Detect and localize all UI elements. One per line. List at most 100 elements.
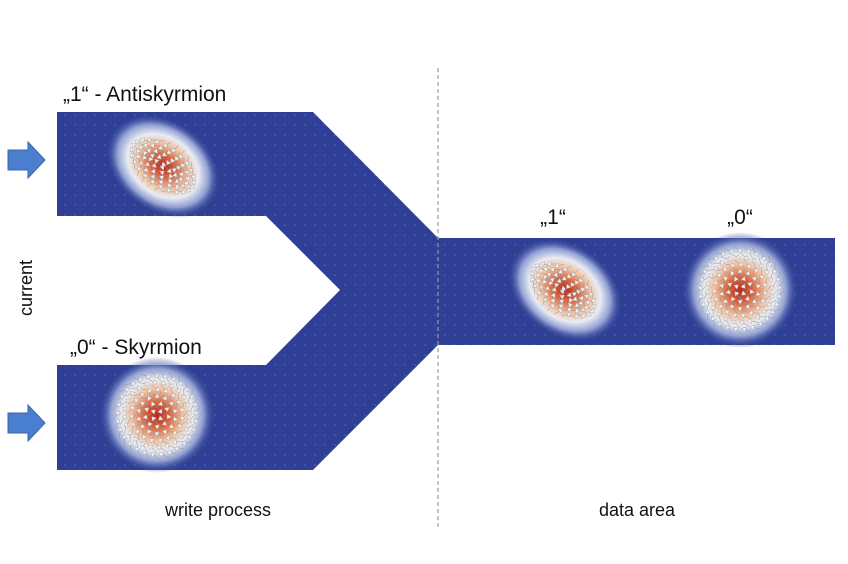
spin-arrow-icon [138,160,144,171]
spin-arrow-icon [723,282,733,290]
spin-arrow-icon [581,301,589,310]
spin-arrow-icon [147,421,154,432]
spin-arrow-icon [175,382,181,394]
spin-arrow-icon [556,277,567,284]
spin-arrow-icon [130,385,143,391]
spin-arrow-icon [183,381,190,393]
spin-arrow-icon [188,162,195,173]
spin-arrow-icon [176,182,186,189]
spin-arrow-icon [704,309,711,321]
spin-arrow-icon [575,297,584,306]
spin-arrow-icon [769,290,778,299]
spin-arrow-icon [142,450,151,459]
write-process-label: write process [164,500,271,520]
spin-arrow-icon [151,416,159,426]
spin-arrow-icon [140,395,153,402]
spin-arrow-icon [571,286,578,297]
spin-arrow-icon [562,265,572,272]
spin-arrow-icon [730,253,741,260]
spin-arrow-icon [760,250,766,262]
spin-arrow-icon [762,276,769,288]
spin-arrow-icon [162,182,173,189]
spin-arrow-icon [139,137,150,144]
spin-arrow-icon [737,306,748,313]
spin-arrow-icon [194,414,202,424]
spin-arrow-icon [777,289,785,299]
spin-arrow-icon [744,295,756,302]
spin-arrow-icon [758,268,765,280]
spin-arrow-icon [118,387,130,393]
spin-arrow-icon [562,302,573,308]
spin-arrow-icon [162,141,172,148]
spin-arrow-icon [546,261,557,267]
spin-arrow-icon [127,440,134,452]
spin-arrow-icon [749,253,757,264]
spin-arrow-icon [126,405,135,414]
spin-arrow-icon [159,370,168,379]
spin-arrow-icon [529,270,536,281]
spin-arrow-icon [194,405,201,416]
spin-arrow-icon [571,269,579,277]
spin-arrow-icon [150,452,160,460]
spin-arrow-icon [710,288,717,299]
spin-arrow-icon [548,280,554,290]
spin-arrow-icon [154,158,162,167]
spin-arrow-icon [169,178,180,184]
spin-arrow-icon [538,269,547,276]
spin-arrow-icon [178,149,185,159]
spin-arrow-icon [701,262,713,268]
spin-arrow-icon [542,266,553,273]
spin-arrow-icon [161,420,173,427]
bit-zero-label: „0“ [727,206,753,229]
spin-arrow-icon [172,402,179,414]
spin-arrow-icon [700,301,707,313]
track-texture [57,112,835,470]
spin-arrow-icon [751,247,759,257]
spin-arrow-icon [171,439,184,445]
spin-arrow-icon [544,285,551,296]
spin-arrow-icon [180,158,186,169]
spin-arrow-icon [727,276,739,283]
spin-arrow-icon [751,298,763,304]
spin-arrow-icon [133,436,139,448]
spin-arrow-icon [703,273,714,281]
spin-arrow-icon [535,277,542,288]
spin-arrow-icon [715,251,727,258]
spin-arrow-icon [730,296,737,307]
spin-arrow-icon [149,142,161,149]
spin-arrow-icon [185,396,192,408]
spin-arrow-icon [561,283,569,291]
spin-arrow-icon [741,327,753,333]
spin-arrow-icon [157,144,168,151]
spin-arrow-icon [755,304,767,311]
spin-arrow-icon [191,424,201,432]
spin-arrows [112,137,785,460]
spin-arrow-icon [149,438,159,446]
spin-arrow-icon [531,283,538,294]
spin-arrow-icon [744,303,757,310]
spin-arrow-icon [711,273,722,280]
spin-arrow-icon [748,309,760,316]
spin-arrow-icon [171,145,179,153]
spin-arrow-icon [161,428,174,435]
spin-arrow-icon [768,271,775,283]
spin-arrow-icon [713,260,726,266]
spin-arrow-icon [174,152,181,162]
spin-arrow-icon [557,268,568,275]
spin-arrow-icon [703,289,710,300]
spin-arrow-icon [168,423,180,429]
spin-arrow-icon [741,288,751,296]
spin-arrow-icon [142,167,149,178]
spin-arrow-icon [127,429,133,442]
spin-arrow-icon [766,256,773,268]
spin-arrow-icon [733,327,743,335]
spin-arrow-icon [158,452,170,458]
spin-arrow-icon [763,286,771,296]
spin-arrow-icon [135,428,141,440]
spin-arrow-icon [131,142,139,151]
data-area-label: data area [599,500,676,520]
spin-arrow-icon [566,280,573,290]
spin-arrow-icon [190,169,197,180]
spin-arrow-icon [547,303,555,311]
